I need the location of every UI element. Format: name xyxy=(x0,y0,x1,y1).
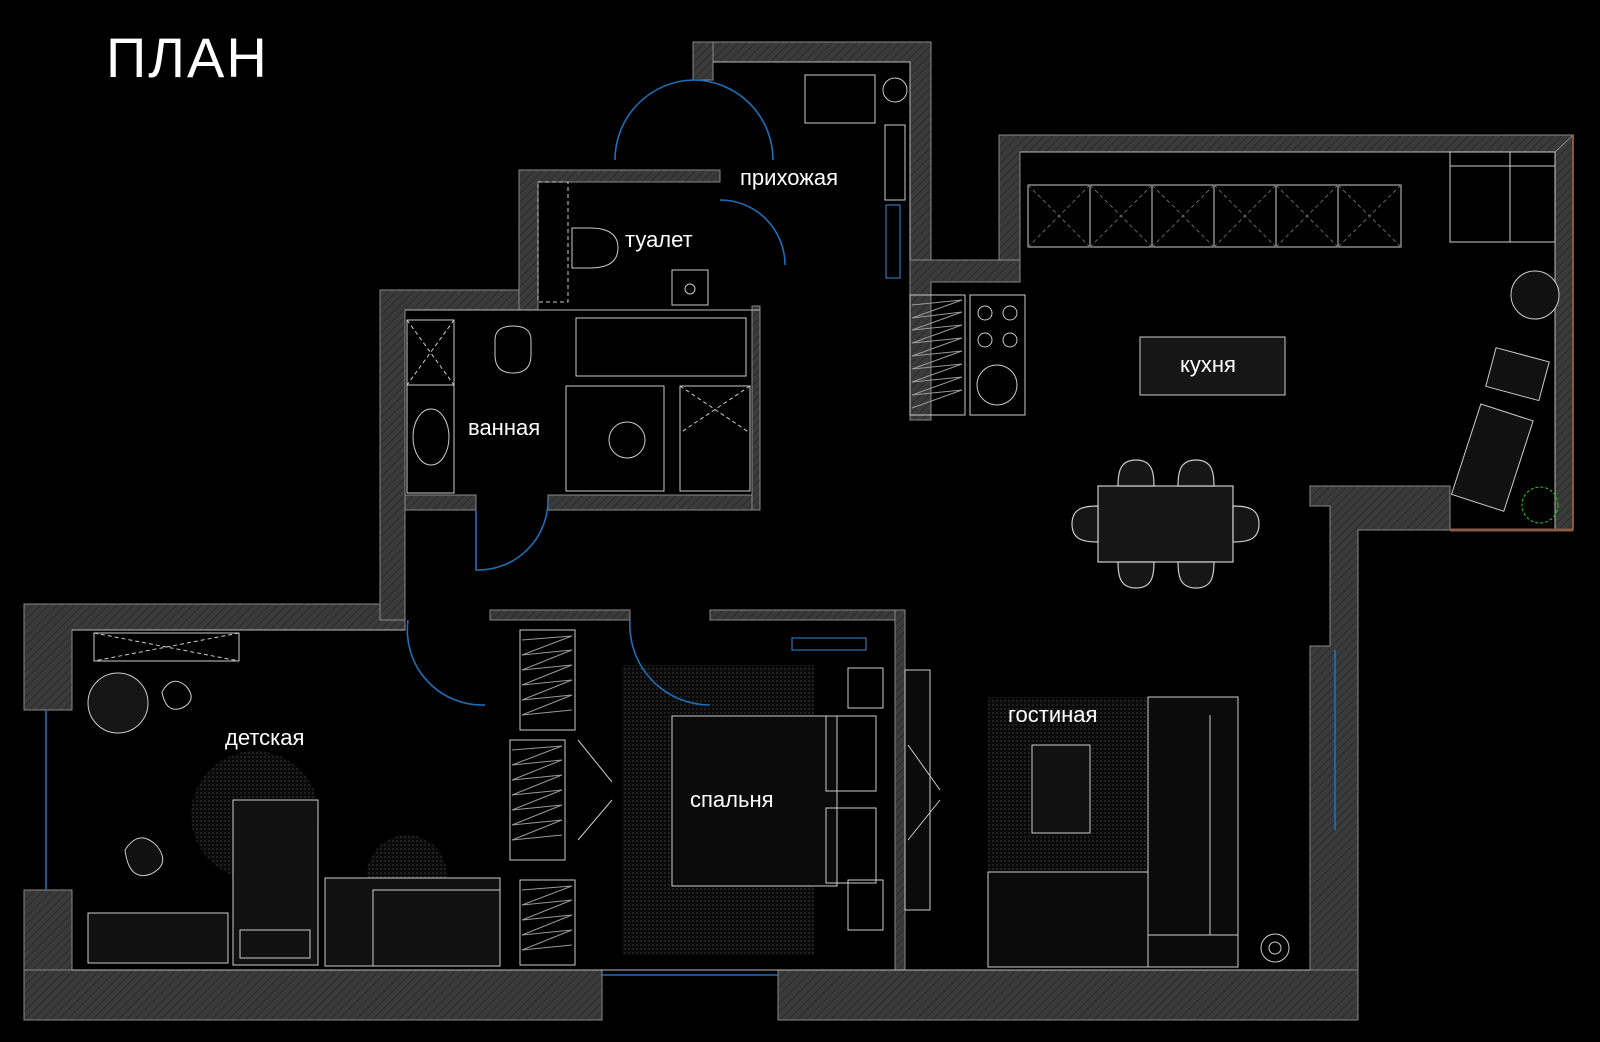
door-entry-right xyxy=(692,79,774,161)
door-entry-left xyxy=(614,79,694,161)
upper-cabinets xyxy=(1027,184,1402,248)
wall-bath-bottom2 xyxy=(547,494,761,511)
wall-right-upper xyxy=(1554,133,1574,531)
bedroom-furniture xyxy=(509,629,884,966)
wall-kitchen-step xyxy=(909,259,1021,421)
doors xyxy=(45,79,1336,976)
wall-entry-left xyxy=(692,41,714,81)
bathroom-label: ванная xyxy=(468,415,540,440)
wall-kids-top xyxy=(489,609,631,621)
kitchen-label: кухня xyxy=(1180,352,1236,377)
wall-bed-right xyxy=(894,609,906,971)
living-label: гостиная xyxy=(1008,702,1097,727)
entry-label: прихожая xyxy=(740,165,838,190)
door-kids xyxy=(406,619,486,706)
wall-left-bottom xyxy=(23,889,73,971)
wall-left-top xyxy=(23,603,406,711)
kitchen-cabinets xyxy=(909,151,1556,416)
wall-corridor xyxy=(379,289,520,621)
living-furniture xyxy=(904,669,1290,968)
kitchen-island: кухня xyxy=(1139,336,1286,396)
wall-bottom xyxy=(23,969,603,1021)
door-bathroom xyxy=(475,499,549,571)
wall-bath-right xyxy=(751,305,761,511)
kids-furniture xyxy=(87,632,501,967)
wall-bed-top xyxy=(709,609,906,621)
wall-right-lower xyxy=(1309,485,1451,1021)
bedroom-label: спальня xyxy=(690,787,774,812)
entry-furniture xyxy=(804,74,908,279)
balcony xyxy=(1450,135,1574,532)
kids-label: детская xyxy=(225,725,304,750)
wall-kitchen-top xyxy=(998,134,1574,273)
toilet-label: туалет xyxy=(625,227,693,252)
dining-set xyxy=(1071,459,1260,589)
plan-title: ПЛАН xyxy=(106,26,269,89)
toilet-fixtures xyxy=(537,181,709,306)
wall-bottom-right xyxy=(777,969,1359,1021)
door-bedroom xyxy=(629,619,711,706)
bathroom-fixtures xyxy=(406,317,751,494)
wall-bath-bottom xyxy=(404,494,477,511)
door-toilet xyxy=(719,199,786,266)
